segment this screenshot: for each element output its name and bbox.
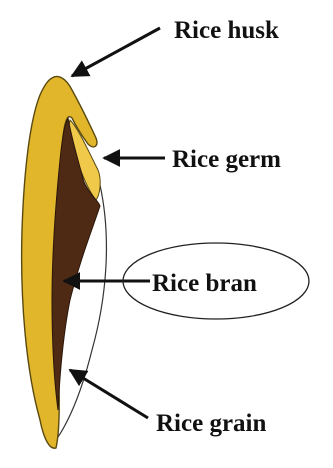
rice-husk-arrow [72, 28, 160, 76]
rice-bran-label: Rice bran [152, 270, 257, 297]
rice-husk-label: Rice husk [174, 17, 279, 44]
rice-germ-label: Rice germ [172, 146, 281, 173]
rice-grain-label: Rice grain [156, 410, 266, 437]
rice-grain-arrow [70, 370, 148, 418]
